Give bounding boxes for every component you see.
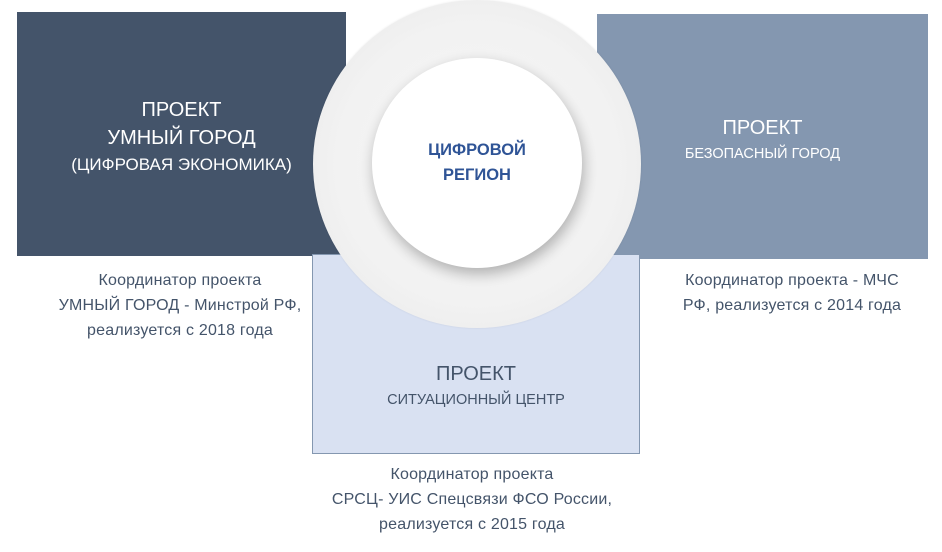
- situation-center-caption-line: Координатор проекта: [390, 466, 554, 483]
- digital-region-circle: ЦИФРОВОЙ РЕГИОН: [372, 58, 582, 268]
- smart-city-title-project: ПРОЕКТ: [141, 99, 222, 121]
- smart-city-block: ПРОЕКТ УМНЫЙ ГОРОД (ЦИФРОВАЯ ЭКОНОМИКА): [17, 12, 346, 256]
- situation-center-caption-line: СРСЦ- УИС Спецсвязи ФСО России,: [331, 491, 613, 508]
- safe-city-caption-line: Координатор проекта - МЧС: [685, 272, 899, 289]
- smart-city-title-name: УМНЫЙ ГОРОД: [107, 127, 256, 149]
- situation-center-caption-line: реализуется с 2015 года: [379, 516, 565, 533]
- situation-center-title-project: ПРОЕКТ: [435, 363, 517, 385]
- safe-city-title-name: БЕЗОПАСНЫЙ ГОРОД: [684, 146, 841, 162]
- safe-city-block: ПРОЕКТ БЕЗОПАСНЫЙ ГОРОД: [597, 14, 928, 259]
- smart-city-caption: Координатор проекта УМНЫЙ ГОРОД - Минстр…: [10, 268, 350, 343]
- digital-region-label-line2: РЕГИОН: [443, 166, 511, 184]
- situation-center-title-name: СИТУАЦИОННЫЙ ЦЕНТР: [387, 392, 565, 408]
- digital-region-label-line1: ЦИФРОВОЙ: [428, 141, 526, 159]
- smart-city-title-subtitle: (ЦИФРОВАЯ ЭКОНОМИКА): [71, 155, 292, 174]
- safe-city-title-project: ПРОЕКТ: [722, 117, 803, 139]
- situation-center-caption: Координатор проекта СРСЦ- УИС Спецсвязи …: [292, 462, 652, 537]
- safe-city-caption: Координатор проекта - МЧС РФ, реализуетс…: [652, 268, 932, 318]
- smart-city-caption-line: Координатор проекта: [98, 272, 262, 289]
- smart-city-caption-line: УМНЫЙ ГОРОД - Минстрой РФ,: [58, 297, 302, 314]
- safe-city-caption-line: РФ, реализуется с 2014 года: [682, 297, 902, 314]
- smart-city-caption-line: реализуется с 2018 года: [87, 322, 273, 339]
